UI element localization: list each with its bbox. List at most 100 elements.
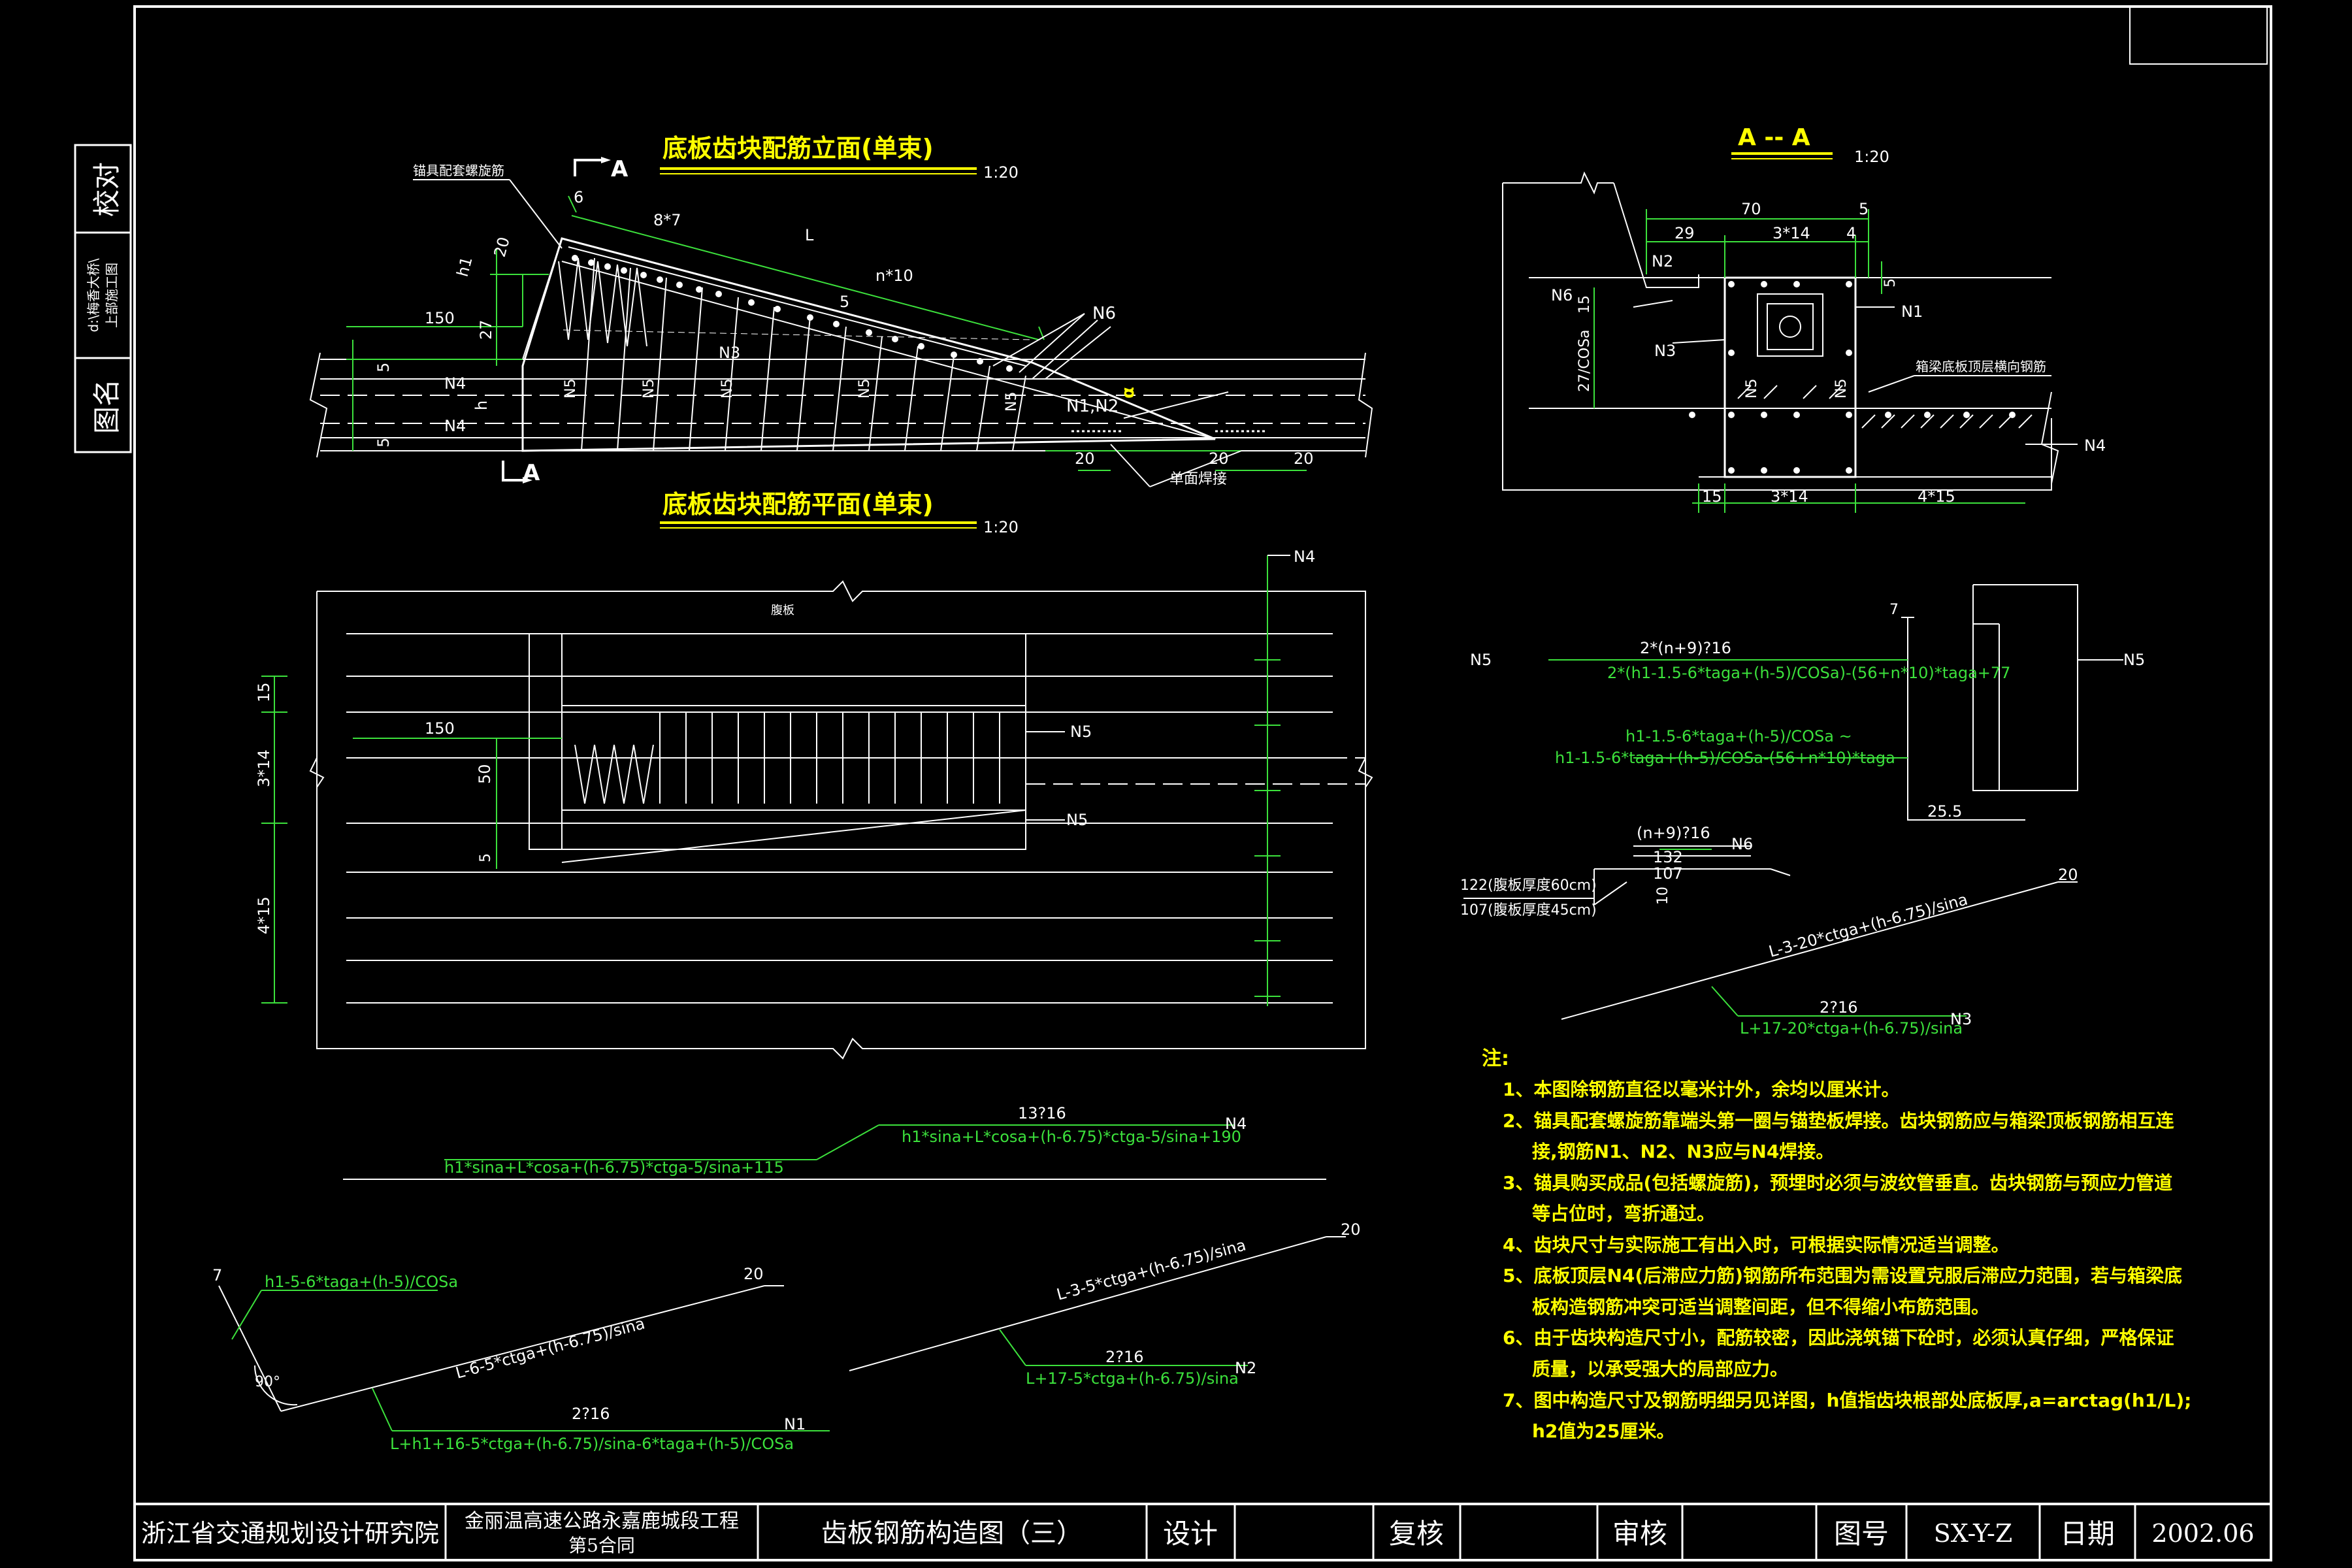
aa-dim-4x15: 4*15: [1918, 487, 1955, 506]
bar-label-N5d: N5: [857, 379, 873, 399]
note-line: 1、本图除钢筋直径以毫米计外，余均以厘米计。: [1503, 1079, 1900, 1100]
plan-bar-N4: N4: [1294, 547, 1315, 566]
n2-count: 2?16: [1105, 1348, 1144, 1366]
n6-row2: 107(腹板厚度45cm): [1460, 902, 1597, 919]
n5-label-left: N5: [1470, 651, 1492, 669]
bar-label-N1N2: N1,N2: [1066, 397, 1119, 416]
plan-view: 底板齿块配筋平面(单束) 1:20: [255, 490, 1373, 1060]
n5-range1: h1-1.5-6*taga+(h-5)/COSa ~: [1625, 727, 1852, 745]
n6-107: 107: [1653, 864, 1683, 883]
aa-dim-5: 5: [1859, 200, 1869, 218]
project-name: 金丽温高速公路永嘉鹿城段工程: [465, 1510, 739, 1533]
n2-d20: 20: [1341, 1220, 1361, 1239]
elevation-title: 底板齿块配筋立面(单束): [662, 134, 934, 163]
date-value: 2002.06: [2151, 1519, 2254, 1548]
weld-label: 单面焊接: [1169, 471, 1227, 487]
note-line: 接,钢筋N1、N2、N3应与N4焊接。: [1532, 1141, 1834, 1162]
bar-shape-n1: 7 h1-5-6*taga+(h-5)/COSa 20 L-6-5*ctga+(…: [212, 1265, 830, 1453]
aa-bar-N5a: N5: [1744, 379, 1760, 399]
aa-bar-N3: N3: [1654, 342, 1676, 360]
dim-20b: 20: [1075, 449, 1095, 468]
aa-dim-4: 4: [1846, 224, 1856, 242]
n3-label: N3: [1950, 1010, 1972, 1028]
n5-formula: 2*(h1-1.5-6*taga+(h-5)/COSa)-(56+n*10)*t…: [1607, 664, 2010, 682]
anchor-spiral: [558, 257, 647, 347]
dim-n10: n*10: [875, 267, 913, 285]
aa-dim-5b: 5: [1882, 278, 1899, 287]
dim-5c: 5: [374, 438, 393, 448]
n6-label: N6: [1731, 835, 1753, 853]
n3-len: L-3-20*ctga+(h-6.75)/sina: [1767, 890, 1970, 960]
n3-total: L+17-20*ctga+(h-6.75)/sina: [1740, 1019, 1963, 1037]
spiral-label: 锚具配套螺旋筋: [413, 163, 504, 178]
bar-shape-n3: L-3-20*ctga+(h-6.75)/sina 20 2?16 N3 L+1…: [1561, 866, 2078, 1037]
plan-bar-N5a: N5: [1070, 723, 1092, 741]
aa-bar-N6: N6: [1551, 286, 1573, 304]
bar-label-N6: N6: [1092, 304, 1116, 323]
dim-5b: 5: [840, 293, 849, 311]
n5-d7: 7: [1889, 602, 1899, 618]
note-line: 4、齿块尺寸与实际施工有出入时，可根据实际情况适当调整。: [1503, 1234, 2010, 1256]
side-label-name: 图名: [91, 379, 123, 434]
note-line: 质量，以承受强大的局部应力。: [1532, 1358, 1788, 1380]
bar-shape-n6: (n+9)?16 N6 132 107 122(腹板厚度60cm) 107(腹板…: [1460, 824, 1791, 919]
note-line: 6、由于齿块构造尺寸小，配筋较密，因此浇筑锚下砼时，必须认真仔细，严格保证: [1503, 1327, 2174, 1348]
title-block: 浙江省交通规划设计研究院 金丽温高速公路永嘉鹿城段工程 第5合同 齿板钢筋构造图…: [133, 1503, 2272, 1561]
n2-len: L-3-5*ctga+(h-6.75)/sina: [1054, 1235, 1248, 1303]
section-mark-bottom: A: [523, 460, 540, 486]
drawing-no-label: 图号: [1834, 1518, 1889, 1550]
n1-d20: 20: [743, 1265, 764, 1283]
n2-label: N2: [1235, 1359, 1256, 1377]
dim-20: 20: [491, 235, 514, 259]
dim-h: h: [472, 400, 491, 410]
n6-count: (n+9)?16: [1637, 824, 1710, 842]
dim-6: 6: [574, 188, 583, 206]
dim-h1: h1: [453, 255, 476, 279]
dim-L: L: [805, 226, 814, 244]
notes-heading: 注:: [1482, 1047, 1509, 1070]
n6-d10: 10: [1655, 887, 1671, 905]
bar-label-N5a: N5: [563, 379, 579, 399]
n6-132: 132: [1653, 848, 1683, 866]
section-aa-title: A -- A: [1738, 124, 1810, 151]
elevation-scale: 1:20: [983, 163, 1019, 182]
notes: 注: 1、本图除钢筋直径以毫米计外，余均以厘米计。 2、锚具配套螺旋筋靠端头第一…: [1482, 1047, 2191, 1442]
note-line: 7、图中构造尺寸及钢筋明细另见详图，h值指齿块根部处底板厚,a=arctag(h…: [1503, 1390, 2191, 1411]
plan-dim-50: 50: [476, 764, 494, 784]
n5-label: N5: [2123, 651, 2145, 669]
drawing-title: 齿板钢筋构造图（三）: [821, 1518, 1083, 1548]
note-line: 板构造钢筋冲突可适当调整间距，但不得缩小布筋范围。: [1532, 1296, 1989, 1318]
review-label: 复核: [1389, 1518, 1444, 1550]
dim-alpha: α: [1119, 387, 1138, 399]
dim-27: 27: [477, 319, 495, 340]
company-name: 浙江省交通规划设计研究院: [141, 1519, 439, 1548]
n1-total: L+h1+16-5*ctga+(h-6.75)/sina-6*taga+(h-5…: [390, 1435, 794, 1453]
section-aa: A -- A 1:20: [1502, 124, 2106, 513]
side-label-check: 校对: [91, 162, 123, 217]
n1-seg1: h1-5-6*taga+(h-5)/COSa: [265, 1273, 458, 1291]
n4-label: N4: [1225, 1115, 1247, 1133]
plan-scale: 1:20: [983, 518, 1019, 536]
n2-total: L+17-5*ctga+(h-6.75)/sina: [1026, 1369, 1239, 1388]
bar-shape-n5: 2*(n+9)?16 2*(h1-1.5-6*taga+(h-5)/COSa)-…: [1470, 584, 2145, 821]
n1-seg2: L-6-5*ctga+(h-6.75)/sina: [453, 1314, 647, 1382]
bar-label-N5c: N5: [719, 379, 736, 399]
aa-bar-N1: N1: [1901, 302, 1923, 321]
date-label: 日期: [2060, 1518, 2115, 1550]
n4-count: 13?16: [1018, 1104, 1066, 1122]
n5-count: 2*(n+9)?16: [1640, 639, 1731, 657]
n4-formula: h1*sina+L*cosa+(h-6.75)*ctga-5/sina+190: [902, 1128, 1241, 1146]
section-mark-top: A: [611, 156, 629, 182]
side-label-path2: 上部施工图: [104, 263, 120, 328]
n5-range2: h1-1.5-6*taga+(h-5)/COSa-(56+n*10)*taga: [1555, 749, 1895, 767]
bar-label-N4b: N4: [444, 417, 466, 435]
elevation-view: 底板齿块配筋立面(单束) 1:20 A A 锚具配套螺旋筋: [309, 134, 1373, 487]
aa-dim-3x14b: 3*14: [1771, 487, 1808, 506]
side-label-path1: d:\梅香大桥\: [86, 258, 101, 332]
aa-bar-N4: N4: [2084, 436, 2106, 455]
plan-dim-5: 5: [478, 853, 494, 862]
contract-no: 第5合同: [568, 1535, 635, 1556]
bar-shape-n4: 13?16 h1*sina+L*cosa+(h-6.75)*ctga-5/sin…: [343, 1104, 1326, 1180]
n1-d7: 7: [212, 1266, 222, 1284]
aa-dim-29: 29: [1674, 224, 1695, 242]
